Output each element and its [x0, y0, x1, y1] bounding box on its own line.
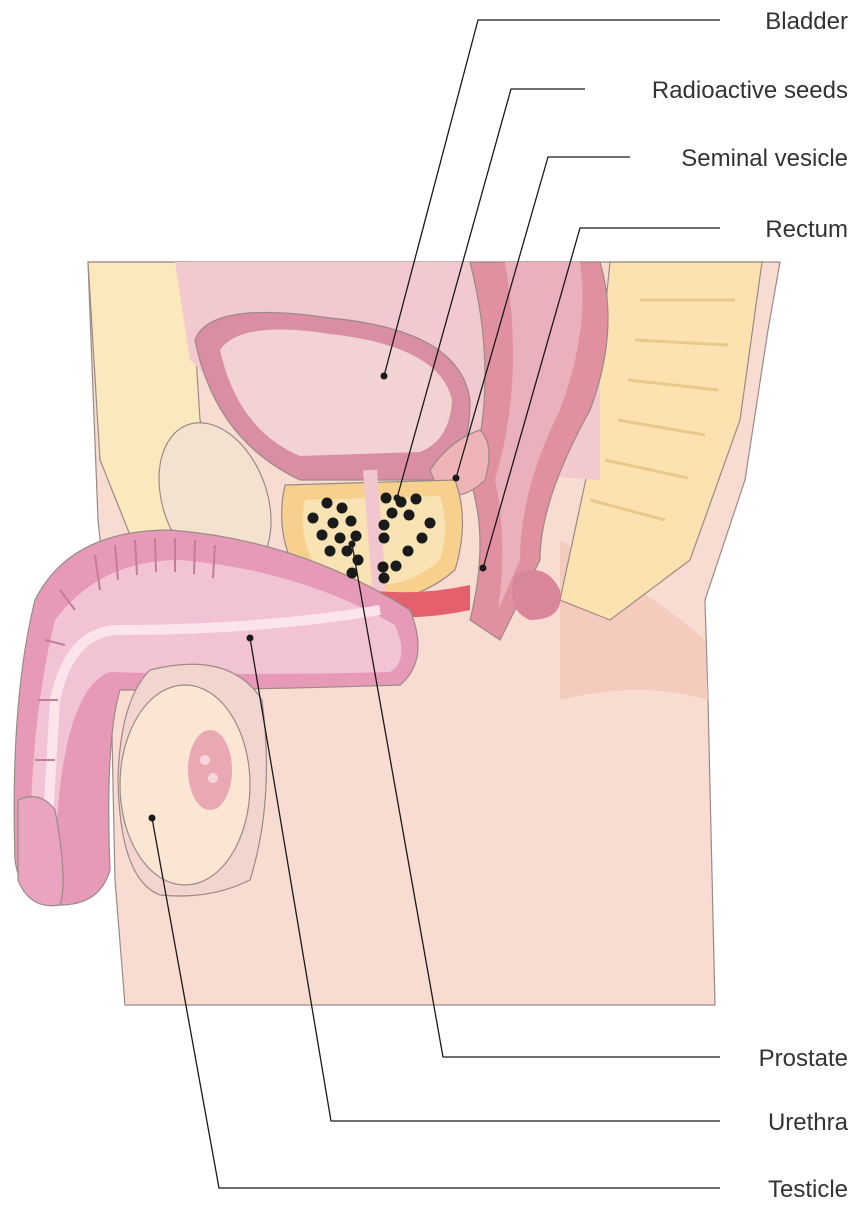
label-urethra: Urethra [768, 1109, 849, 1136]
anatomy-illustration [14, 262, 780, 1005]
label-rectum: Rectum [765, 216, 848, 243]
label-testicle: Testicle [768, 1176, 848, 1203]
prostatic-urethra [370, 470, 380, 600]
label-prostate: Prostate [759, 1045, 848, 1072]
label-radioactive-seeds: Radioactive seeds [652, 77, 848, 104]
testicle-organ [120, 685, 250, 885]
epididymis [188, 730, 232, 810]
label-bladder: Bladder [765, 8, 848, 35]
label-seminal-vesicle: Seminal vesicle [681, 145, 848, 172]
